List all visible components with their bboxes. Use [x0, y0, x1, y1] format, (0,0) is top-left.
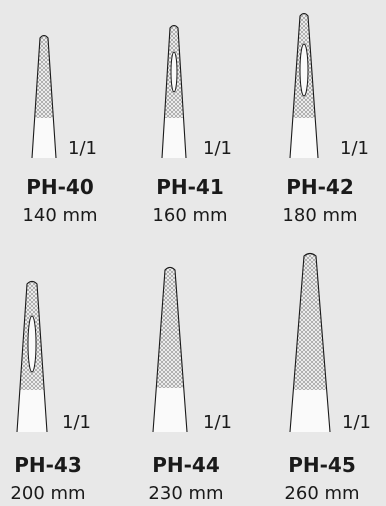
model-code: PH-42: [286, 175, 354, 199]
scale-label: 1/1: [68, 138, 97, 159]
length-label: 140 mm: [22, 205, 98, 226]
length-label: 200 mm: [10, 483, 86, 504]
model-code: PH-43: [14, 453, 82, 477]
scale-label: 1/1: [203, 412, 232, 433]
length-label: 160 mm: [152, 205, 228, 226]
length-label: 260 mm: [284, 483, 360, 504]
scale-label: 1/1: [62, 412, 91, 433]
scale-label: 1/1: [342, 412, 371, 433]
scale-label: 1/1: [203, 138, 232, 159]
length-label: 230 mm: [148, 483, 224, 504]
jaw-tip-ph-41-icon: [161, 24, 187, 158]
model-code: PH-41: [156, 175, 224, 199]
jaw-tip-ph-45-icon: [289, 252, 331, 432]
length-label: 180 mm: [282, 205, 358, 226]
jaw-tip-ph-43-icon: [16, 280, 48, 432]
jaw-tip-ph-44-icon: [152, 266, 188, 432]
jaw-tip-ph-42-icon: [289, 12, 319, 158]
jaw-tip-ph-40-icon: [31, 34, 57, 158]
model-code: PH-44: [152, 453, 220, 477]
scale-label: 1/1: [340, 138, 369, 159]
model-code: PH-40: [26, 175, 94, 199]
model-code: PH-45: [288, 453, 356, 477]
